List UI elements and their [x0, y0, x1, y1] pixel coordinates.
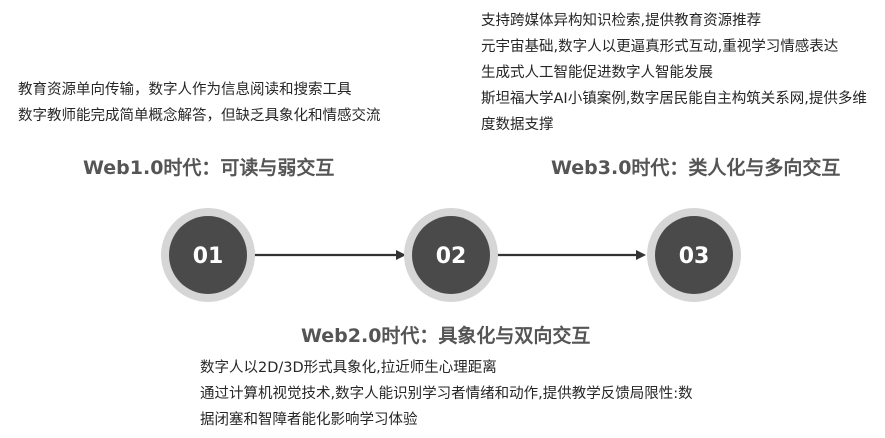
- stage-3-number: 03: [679, 244, 710, 269]
- stage-1-number: 01: [193, 244, 224, 269]
- stage-2-point: 数字人以2D/3D形式具象化,拉近师生心理距离: [200, 360, 497, 376]
- stage-3-point: 生成式人工智能促进数字人智能发展: [481, 65, 713, 81]
- stage-2-description: 数字人以2D/3D形式具象化,拉近师生心理距离 通过计算机视觉技术,数字人能识别…: [200, 355, 693, 433]
- stage-1-point: 数字教师能完成简单概念解答，但缺乏具象化和情感交流: [18, 108, 381, 124]
- stage-3-point: 斯坦福大学AI小镇案例,数字居民能自主构筑关系网,提供多维: [481, 91, 867, 107]
- stage-1-node: 01: [161, 208, 255, 302]
- stage-3-point: 支持跨媒体异构知识检索,提供教育资源推荐: [481, 13, 762, 29]
- stage-2-title: Web2.0时代：具象化与双向交互: [301, 325, 591, 347]
- stage-2-point: 通过计算机视觉技术,数字人能识别学习者情绪和动作,提供教学反馈局限性:数: [200, 386, 693, 402]
- stage-2-node: 02: [404, 208, 498, 302]
- stage-3-node: 03: [647, 208, 741, 302]
- stage-3-description: 支持跨媒体异构知识检索,提供教育资源推荐 元宇宙基础,数字人以更逼真形式互动,重…: [481, 8, 867, 138]
- stage-1-point: 教育资源单向传输，数字人作为信息阅读和搜索工具: [18, 82, 352, 98]
- stage-3-point: 度数据支撑: [481, 117, 554, 133]
- stage-1-title: Web1.0时代：可读与弱交互: [83, 157, 335, 179]
- stage-1-description: 教育资源单向传输，数字人作为信息阅读和搜索工具 数字教师能完成简单概念解答，但缺…: [18, 77, 381, 129]
- stage-3-title: Web3.0时代：类人化与多向交互: [551, 157, 841, 179]
- stage-2-point: 据闭塞和智障者能化影响学习体验: [200, 412, 418, 428]
- stage-2-number: 02: [436, 244, 467, 269]
- stage-3-point: 元宇宙基础,数字人以更逼真形式互动,重视学习情感表达: [481, 39, 839, 55]
